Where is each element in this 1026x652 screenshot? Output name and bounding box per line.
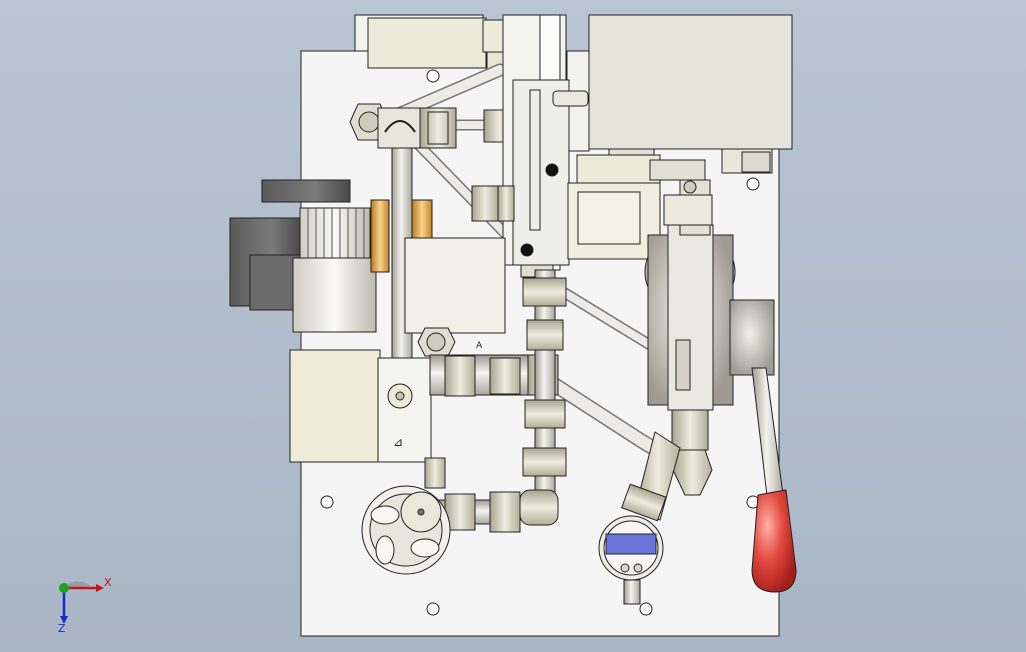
solenoid-symbol: ⊿	[393, 435, 403, 449]
center-rail[interactable]	[502, 14, 589, 278]
ball-valve-lever[interactable]	[751, 367, 797, 593]
mounting-holes	[320, 69, 760, 616]
mounting-hole	[746, 177, 760, 191]
z-axis-head	[60, 616, 68, 624]
top-left-block[interactable]	[354, 14, 529, 75]
hex-nut-center[interactable]: A	[417, 327, 483, 357]
panel-mark-a: A	[476, 341, 483, 351]
center-beige-block[interactable]	[567, 154, 706, 260]
center-mount-plate	[404, 237, 506, 334]
orientation-triad: X Y Z	[58, 576, 112, 634]
triad-plane-hint	[64, 581, 90, 588]
gauge-display	[605, 533, 657, 555]
tee-assembly[interactable]	[429, 354, 559, 397]
x-axis-head	[96, 584, 104, 592]
mounting-hole	[639, 602, 653, 616]
z-axis-label: Z	[58, 622, 66, 634]
gauge-connector[interactable]	[621, 431, 681, 522]
mounting-hole	[320, 495, 334, 509]
small-fittings[interactable]	[471, 185, 515, 222]
ball-valve[interactable]	[644, 179, 775, 496]
hand-wheel-valve[interactable]	[361, 485, 451, 575]
mounting-hole	[426, 69, 440, 83]
x-axis-label: X	[104, 576, 112, 589]
solenoid-valve[interactable]: ⊿	[289, 349, 432, 463]
digital-pressure-gauge[interactable]	[598, 515, 664, 605]
left-actuator[interactable]	[229, 179, 377, 333]
top-right-enclosure[interactable]	[566, 14, 793, 174]
mounting-hole	[426, 602, 440, 616]
center-vertical-line[interactable]	[499, 269, 567, 526]
y-axis-dot	[59, 583, 69, 593]
hex-nut-top[interactable]	[349, 103, 515, 149]
